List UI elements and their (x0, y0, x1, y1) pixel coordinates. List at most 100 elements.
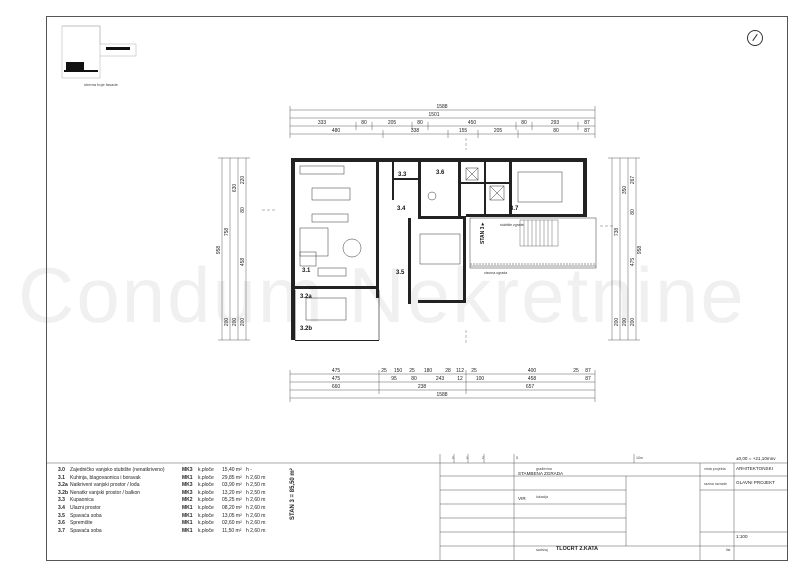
schedule-code: 3.5 (58, 512, 65, 519)
schedule-h: h 2,60 m (246, 504, 266, 511)
dim-label: 220 (240, 176, 246, 185)
dim-top-total: 1588 (436, 104, 447, 110)
project-type-label: vrsta projekta (704, 467, 726, 471)
dim-label: 80 (521, 120, 527, 126)
schedule-name: Natkriveni vanjski prostor / lođa (70, 482, 140, 489)
stairwell-label: stubište zgrade (500, 223, 524, 227)
schedule-mk: MK1 (182, 474, 193, 481)
schedule-kp: k.ploče (198, 474, 214, 481)
top-dimension-labels: 1588 1501 333 80 205 80 450 80 293 87 48… (318, 104, 590, 134)
scale-tick-10: 10m (636, 456, 643, 460)
schedule-area: 13,20 m² (222, 489, 242, 496)
room-label-3-2b: 3.2b (300, 326, 312, 332)
right-dimension-lines (608, 157, 640, 341)
dim-label: 180 (424, 368, 433, 374)
apartment-total-area: STAN 3 = 85,50 m² (290, 468, 296, 520)
dim-label: 205 (388, 120, 397, 126)
walls (291, 158, 587, 341)
schedule-kp: k.ploče (198, 489, 214, 496)
dim-label: 267 (630, 176, 636, 185)
schedule-h: h 2,60 m (246, 474, 266, 481)
schedule-name: Kuhinja, blagovaonica i boravak (70, 474, 141, 481)
building-label: građevina (536, 467, 552, 471)
room-label-3-2a: 3.2a (300, 294, 312, 300)
dim-label: 25 (409, 368, 415, 374)
dim-label: 112 (456, 368, 464, 374)
dim-label: 80 (553, 128, 559, 134)
dim-label: 400 (528, 368, 537, 374)
dim-label: 200 (224, 318, 230, 327)
schedule-h: h 2,60 m (246, 527, 266, 534)
facade-caption: shema boje fasade (84, 82, 118, 87)
schedule-name: Nenatkr vanjski prostor / balkon (70, 489, 141, 496)
dim-label: 243 (436, 376, 445, 382)
dim-label: 200 (614, 318, 620, 327)
schedule-name: Spavaća soba (70, 512, 102, 519)
schedule-mk: MK1 (182, 512, 193, 519)
room-label-3-4: 3.4 (397, 206, 406, 212)
dim-label: 87 (585, 376, 591, 382)
schedule-code: 3.7 (58, 527, 65, 534)
dim-label: 660 (332, 384, 341, 390)
dim-label: 25 (381, 368, 387, 374)
bottom-dimension-lines (289, 370, 596, 402)
room-schedule-row: 3.1 Kuhinja, blagovaonica i boravak MK1 k.p… (58, 475, 318, 483)
dim-label: 200 (232, 318, 238, 327)
detail-level-value: GLAVNI PROJEKT (736, 480, 775, 485)
section-lines (262, 138, 614, 344)
schedule-name: Ulazni prostor (70, 504, 101, 511)
apartment-entrance-label: STAN 3 ▸ (480, 222, 486, 244)
dim-label: 958 (637, 246, 643, 255)
project-type-value: ARHITEKTONSKI (736, 466, 773, 471)
dim-label: 958 (216, 246, 222, 255)
schedule-h: h 2,50 m (246, 489, 266, 496)
dim-label: 738 (614, 228, 620, 237)
location-value: VIR (518, 496, 526, 501)
watermark: Condum Nekretnine (18, 251, 746, 339)
detail-level-label: razina razrade (704, 482, 727, 486)
scale-tick-2: 2 (482, 456, 484, 460)
dim-label: 630 (232, 184, 238, 193)
sheet-number-label: list (726, 548, 731, 552)
schedule-mk: MK1 (182, 527, 193, 534)
schedule-mk: MK3 (182, 489, 193, 496)
dim-label: 475 (332, 368, 341, 374)
schedule-mk: MK1 (182, 504, 193, 511)
room-labels: 3.1 3.2a 3.2b 3.3 3.4 3.5 3.6 3.7 (300, 170, 519, 332)
schedule-code: 3.0 (58, 467, 65, 473)
schedule-h: h 2,60 m (246, 520, 266, 527)
schedule-h: h - (246, 467, 252, 473)
bottom-dimension-labels: 475 25 150 25 180 28 112 25 400 25 87 47… (332, 368, 591, 398)
schedule-area: 05,25 m² (222, 497, 242, 504)
dim-label: 100 (476, 376, 485, 382)
dim-label: 350 (622, 186, 628, 195)
top-dimension-lines (289, 106, 596, 138)
dim-label: 758 (224, 228, 230, 237)
title-block-grid (46, 454, 788, 561)
stairs (519, 219, 559, 247)
dim-label: 95 (391, 376, 397, 382)
schedule-kp: k.ploče (198, 482, 214, 489)
schedule-area: 29,85 m² (222, 474, 242, 481)
privacy-fence-label: vizurna ograda (484, 271, 507, 275)
schedule-area: 13,05 m² (222, 512, 242, 519)
room-label-3-1: 3.1 (302, 268, 311, 274)
dim-label: 657 (526, 384, 535, 390)
dim-label: 80 (417, 120, 423, 126)
dim-label: 293 (551, 120, 560, 126)
schedule-area: 08,20 m² (222, 504, 242, 511)
sheet-frame (46, 16, 788, 561)
schedule-h: h 2,60 m (246, 497, 266, 504)
dim-label: 480 (332, 128, 341, 134)
schedule-name: Spavaća soba (70, 527, 102, 534)
dim-label: 87 (585, 368, 591, 374)
dim-label: 150 (394, 368, 403, 374)
schedule-code: 3.1 (58, 474, 65, 481)
dim-label: 458 (240, 258, 246, 267)
